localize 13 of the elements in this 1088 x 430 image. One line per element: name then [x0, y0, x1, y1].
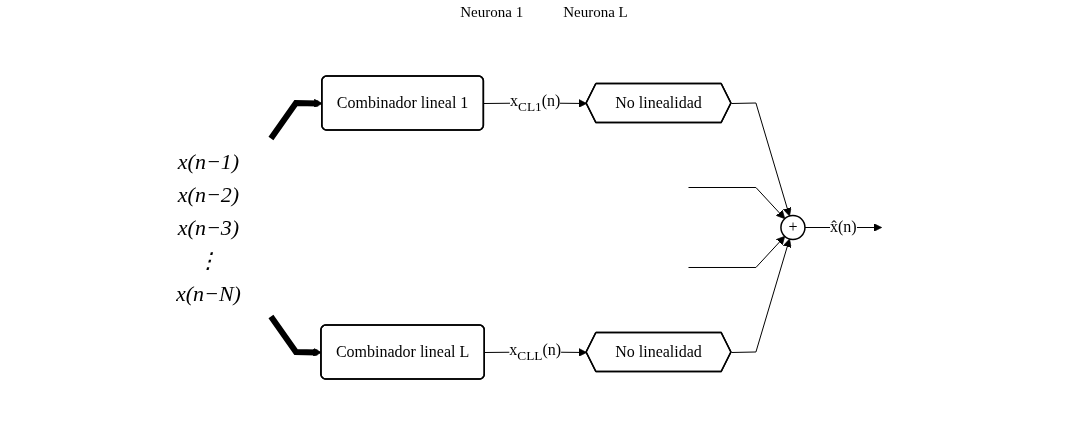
arrow	[731, 102, 792, 217]
edge-label: x$_{CLL}$(n)	[509, 341, 562, 363]
neuron-label: Neurona L	[563, 4, 628, 21]
arrow	[268, 314, 322, 357]
arrow	[731, 238, 792, 353]
node-text: x(n−1) x(n−2) x(n−3) ⋮ x(n−N)	[176, 149, 242, 306]
arrow	[688, 187, 786, 220]
edge-label: x̂(n)	[830, 218, 857, 236]
arrow	[688, 235, 786, 268]
neuron-label: Neurona 1	[460, 4, 524, 21]
arrow	[268, 98, 323, 141]
node-circle: +	[780, 214, 806, 241]
edge-label: x$_{CL1}$(n)	[510, 92, 561, 114]
